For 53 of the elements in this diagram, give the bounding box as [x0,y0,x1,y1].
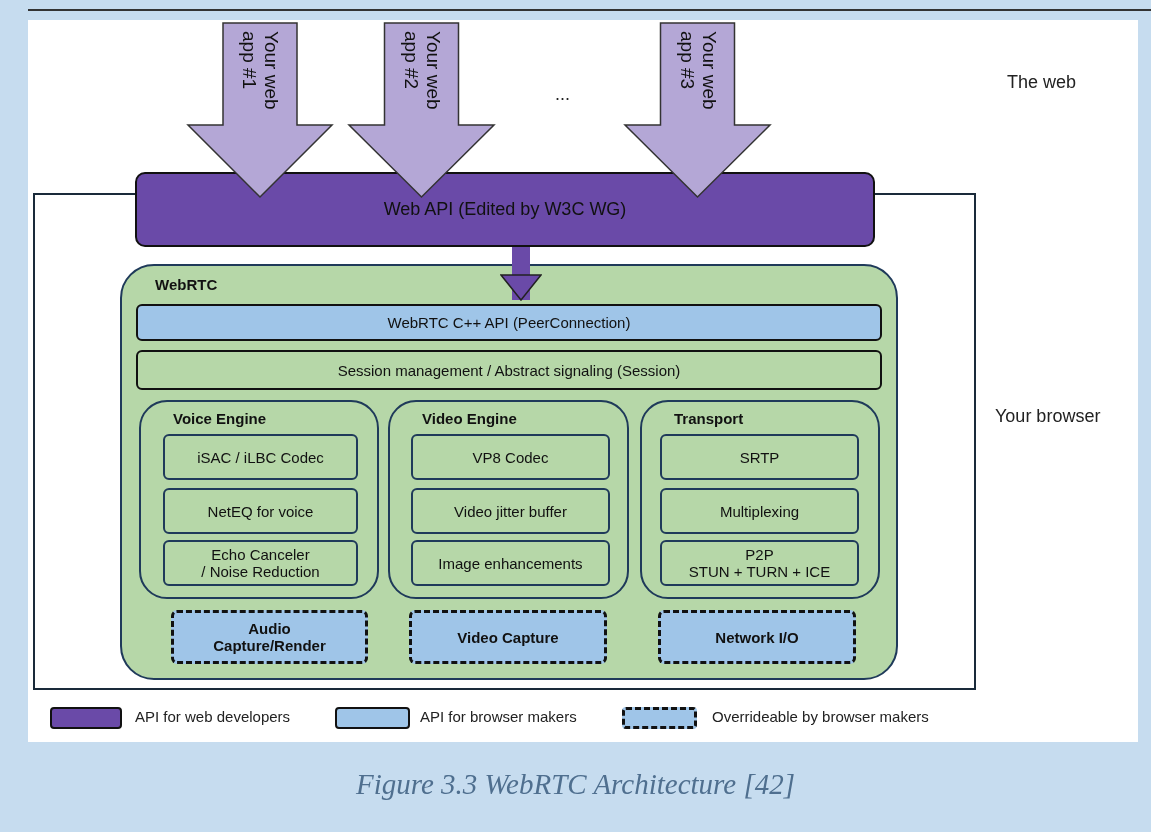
group-heading: Transport [674,410,744,427]
block-arrow [500,247,542,301]
app-label: Your web app #1 [238,31,282,112]
box-label: Network I/O [715,628,799,646]
module-box [171,610,368,664]
down-arrow-shape [187,22,333,198]
box-label: VP8 Codec [472,448,549,466]
down-arrow-shape [624,22,771,198]
box-label: Session management / Abstract signaling (Session) [337,361,681,379]
box-label: WebRTC C++ API (PeerConnection) [387,314,631,331]
module-box [660,540,859,586]
module-box [660,488,859,534]
group-heading: Voice Engine [173,410,267,427]
box-label: Multiplexing [719,502,800,520]
box-label: Video jitter buffer [454,502,567,520]
module-box [163,434,358,480]
module-box [411,488,610,534]
legend-label: Overrideable by browser makers [712,708,929,725]
engine-panel [139,400,379,599]
box-label: Video Capture [457,628,559,646]
layer-bar [136,350,882,390]
box-label: Echo Canceler / Noise Reduction [201,546,320,580]
figure-caption: Figure 3.3 WebRTC Architecture [42] [355,768,796,801]
api-bar [135,172,875,247]
legend-label: API for browser makers [420,708,577,725]
down-arrow-shape [348,22,495,198]
module-box [660,434,859,480]
module-box [409,610,607,664]
module-box [411,540,610,586]
group-heading: WebRTC [155,276,218,293]
box-label: Image enhancements [438,554,583,572]
app-label: Your web app #2 [399,31,444,112]
engine-panel [640,400,880,599]
module-box [411,434,610,480]
box-label: P2P STUN + TURN + ICE [688,546,831,580]
box-label: iSAC / iLBC Codec [197,448,324,466]
region-label: Your browser [995,406,1101,427]
module-box [163,488,358,534]
box-label: Audio Capture/Render [213,620,326,654]
component-group [120,264,898,680]
module-box [658,610,856,664]
legend-label: API for web developers [135,708,291,725]
api-bar [136,304,882,341]
ellipsis: ... [555,84,570,105]
group-heading: Video Engine [422,410,517,427]
engine-panel [388,400,629,599]
module-box [163,540,358,586]
browser-frame [33,193,976,690]
region-label: The web [1007,72,1077,93]
box-label: Web API (Edited by W3C WG) [383,199,627,220]
box-label: SRTP [739,448,780,466]
app-label: Your web app #3 [675,31,720,112]
box-label: NetEQ for voice [207,502,314,520]
